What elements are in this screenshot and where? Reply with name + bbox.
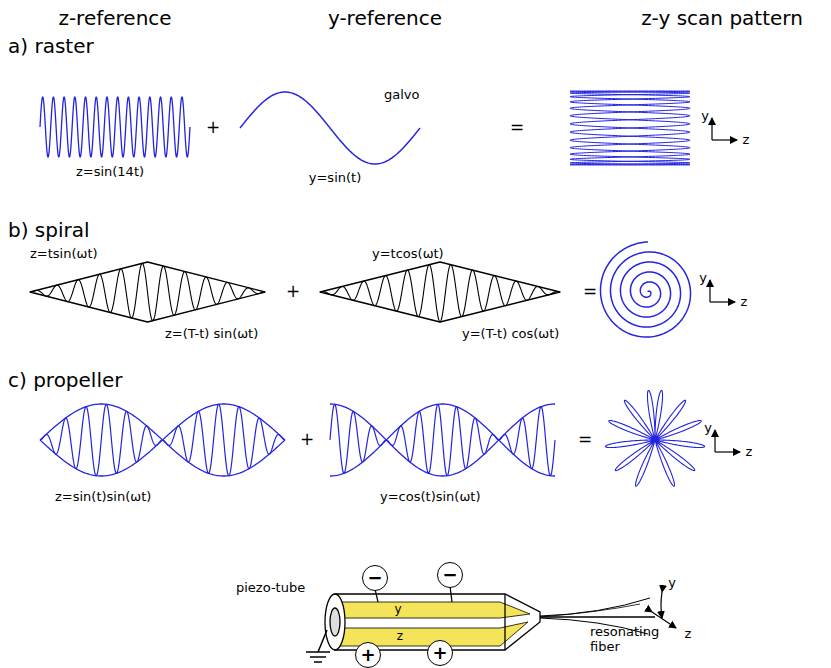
electrode-label: z xyxy=(397,630,403,644)
row-heading: b) spiral xyxy=(8,219,90,242)
axis-label: z xyxy=(741,295,748,310)
polarity-sign: + xyxy=(432,644,447,662)
raster-pattern xyxy=(570,91,690,165)
axis-label: z xyxy=(685,627,692,642)
axis-arrow xyxy=(711,118,712,140)
ground-symbol xyxy=(306,630,330,662)
polarity-sign: − xyxy=(367,569,382,587)
part-name: galvo xyxy=(384,88,419,103)
envelope xyxy=(30,262,265,322)
formula: z=(T-t) sin(ωt) xyxy=(165,327,258,342)
column-heading: y-reference xyxy=(328,7,442,30)
operator: + xyxy=(286,282,300,302)
axis-label: y xyxy=(701,109,709,124)
formula: z=sin(t)sin(ωt) xyxy=(55,490,151,505)
envelope xyxy=(320,262,560,322)
axis-arrow xyxy=(710,301,735,302)
column-heading: z-reference xyxy=(58,7,171,30)
envelope xyxy=(330,404,555,476)
y-wave xyxy=(240,92,420,164)
polarity-terminal: + xyxy=(427,640,453,666)
formula: y=(T-t) cos(ωt) xyxy=(462,327,559,342)
electrode-label: y xyxy=(394,603,401,617)
operator: + xyxy=(300,430,314,450)
axis-arrow xyxy=(715,451,740,452)
envelope xyxy=(40,404,285,476)
axis-label: y xyxy=(668,576,676,591)
formula: y=sin(t) xyxy=(309,171,361,186)
polarity-terminal: − xyxy=(437,562,463,588)
operator: = xyxy=(510,118,524,138)
axis-arrow xyxy=(712,139,737,140)
row-heading: c) propeller xyxy=(8,369,123,392)
axis-arrow xyxy=(714,430,715,452)
polarity-terminal: − xyxy=(362,565,388,591)
formula: y=cos(t)sin(ωt) xyxy=(380,490,480,505)
envelope xyxy=(40,404,285,476)
z-wave xyxy=(40,97,190,157)
propeller-pattern xyxy=(605,390,704,486)
axis-label: y xyxy=(699,271,707,286)
axis-arrow xyxy=(709,280,710,302)
formula: z=tsin(ωt) xyxy=(30,247,98,262)
modulated-wave xyxy=(30,263,265,320)
envelope xyxy=(330,404,555,476)
spiral-pattern xyxy=(600,242,690,337)
formula: y=tcos(ωt) xyxy=(372,247,444,262)
operator: + xyxy=(206,118,220,138)
modulated-wave xyxy=(320,265,560,322)
axis-label: y xyxy=(704,421,712,436)
operator: = xyxy=(583,282,597,302)
axis-label: z xyxy=(746,445,753,460)
formula: z=sin(14t) xyxy=(76,165,144,180)
polarity-sign: − xyxy=(442,566,457,584)
axis-label: z xyxy=(743,133,750,148)
operator: = xyxy=(578,430,592,450)
part-name: piezo-tube xyxy=(236,581,305,596)
modulated-wave xyxy=(330,404,555,475)
row-heading: a) raster xyxy=(8,35,94,58)
polarity-terminal: + xyxy=(355,642,381,668)
column-heading: z-y scan pattern xyxy=(641,7,803,30)
polarity-sign: + xyxy=(360,646,375,664)
part-name: resonating fiber xyxy=(590,625,665,655)
modulated-wave xyxy=(40,404,285,475)
